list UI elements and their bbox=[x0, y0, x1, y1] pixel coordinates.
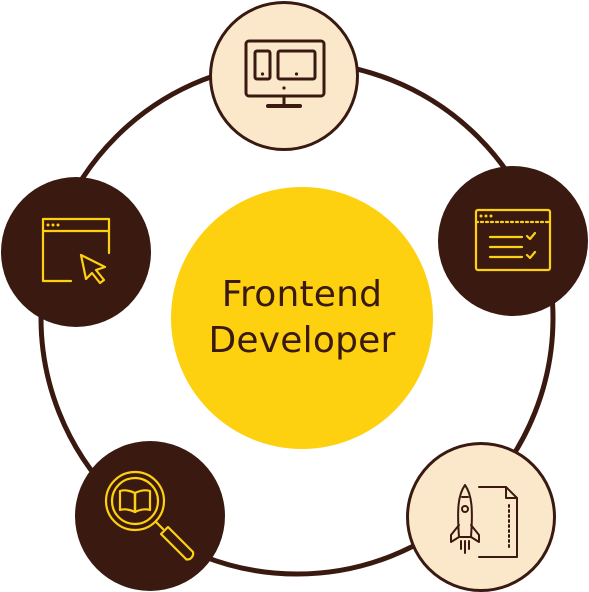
node-responsive-design bbox=[209, 1, 359, 151]
node-research bbox=[75, 441, 225, 591]
responsive-devices-icon bbox=[244, 39, 326, 108]
node-deployment bbox=[406, 442, 556, 592]
node-testing bbox=[438, 166, 588, 316]
browser-cursor-icon bbox=[41, 217, 111, 285]
node-ui-interaction bbox=[1, 177, 151, 327]
magnifier-book-icon bbox=[104, 470, 195, 561]
center-circle: Frontend Developer bbox=[171, 187, 433, 449]
center-title-line1: Frontend bbox=[221, 274, 383, 315]
center-title-line2: Developer bbox=[208, 320, 396, 361]
browser-checklist-icon bbox=[474, 208, 552, 272]
rocket-document-icon bbox=[450, 484, 518, 558]
